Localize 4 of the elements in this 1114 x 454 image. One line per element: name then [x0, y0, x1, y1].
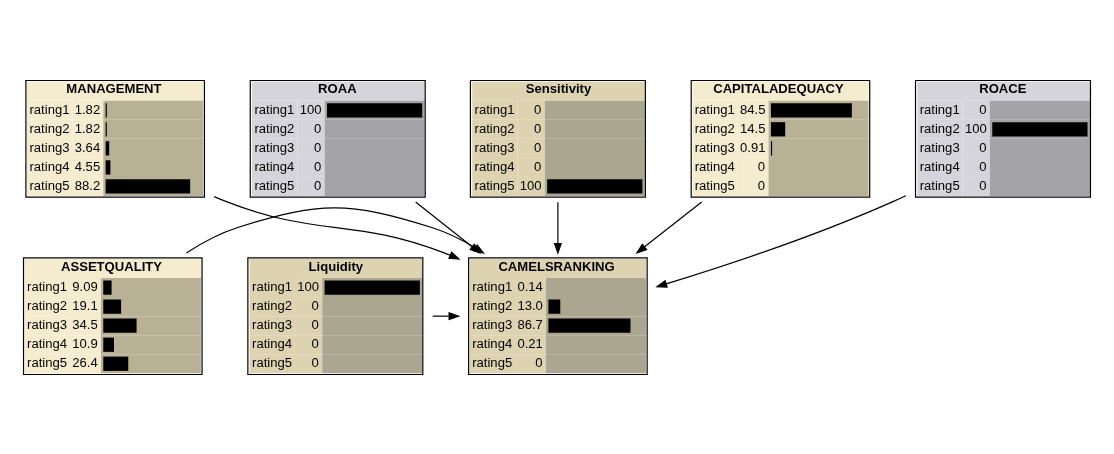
arrow	[213, 195, 461, 260]
arrow	[553, 201, 563, 255]
arrow	[635, 200, 703, 254]
arrow	[655, 194, 907, 288]
